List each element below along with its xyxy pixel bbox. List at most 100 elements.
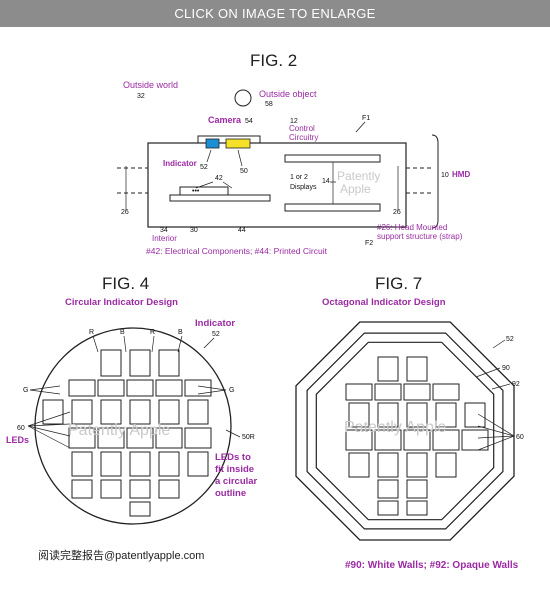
led-cell (158, 399, 180, 425)
circuitry-label: Circuitry (289, 133, 318, 142)
led-cell (406, 356, 428, 382)
led-cell (184, 379, 212, 397)
octagon-opaque-wall (315, 341, 495, 521)
f2-label: F2 (365, 240, 373, 247)
led-cell (68, 427, 96, 449)
led-cell (435, 402, 457, 428)
led-cell (71, 399, 93, 425)
led-cell (129, 451, 151, 477)
led-cell (126, 379, 154, 397)
led-cell (377, 500, 399, 516)
b-label-1: B (120, 329, 125, 336)
fig4-n52: 52 (212, 331, 220, 338)
led-cell (432, 383, 460, 401)
octagon-white-wall (306, 332, 504, 530)
fig7-n60: 60 (516, 434, 524, 441)
led-cell (100, 479, 122, 499)
leader-line (27, 411, 71, 427)
led-cell (377, 402, 399, 428)
n26-right: 26 (393, 209, 401, 216)
printed-circuit (169, 194, 271, 202)
leader-line (477, 435, 515, 451)
strap-note-2: support structure (strap) (377, 232, 463, 241)
n32-label: 32 (137, 93, 145, 100)
leader-line (92, 335, 99, 353)
led-cell (406, 402, 428, 428)
n50-label: 50 (240, 168, 248, 175)
fig4-led-grid (42, 349, 212, 517)
g-label-left: G (23, 387, 28, 394)
fig4-note-4: outline (215, 488, 246, 499)
led-cell (345, 383, 373, 401)
patent-figures-canvas: FIG. 2 Outside world 32 Outside object 5… (6, 51, 524, 571)
hmd-housing (147, 142, 407, 228)
leader-line (197, 389, 227, 395)
led-cell (129, 399, 151, 425)
led-cell (42, 399, 64, 425)
led-cell (158, 451, 180, 477)
led-cell (129, 501, 151, 517)
n54-label: 54 (245, 118, 253, 125)
fig7-title: FIG. 7 (375, 274, 422, 293)
led-cell (155, 427, 183, 449)
led-cell (377, 479, 399, 499)
led-cell (129, 349, 151, 377)
fig7-subtitle: Octagonal Indicator Design (322, 297, 446, 308)
led-cell (374, 429, 402, 451)
leader-line (27, 425, 71, 449)
display-top (284, 154, 381, 163)
b-label-2: B (178, 329, 183, 336)
led-cell (68, 379, 96, 397)
fig7: FIG. 7 Octagonal Indicator Design 52 90 … (295, 274, 524, 571)
fig4-note-1: LEDs to (215, 452, 251, 463)
fig2-caption: #42: Electrical Components; #44: Printed… (146, 246, 328, 256)
displays-label-2: Displays (290, 184, 317, 191)
leader-line (477, 425, 515, 437)
displays-label-1: 1 or 2 (290, 174, 308, 181)
leader-line (477, 413, 515, 437)
n50r-label: 50R (242, 434, 255, 441)
n44-label: 44 (238, 227, 246, 234)
n12-label: 12 (290, 118, 298, 125)
fig2: FIG. 2 Outside world 32 Outside object 5… (117, 51, 470, 256)
fig4-leader-lines (27, 335, 227, 449)
outside-world-label: Outside world (123, 80, 178, 90)
led-cell (187, 451, 209, 477)
outside-object-label: Outside object (259, 89, 317, 99)
led-cell (187, 399, 209, 425)
led-cell (184, 427, 212, 449)
led-cell (129, 479, 151, 499)
led-cell (348, 452, 370, 478)
led-cell (377, 452, 399, 478)
fig2-watermark-2: Apple (340, 182, 371, 196)
indicator-light (205, 138, 220, 149)
leader-line (151, 335, 155, 353)
fig4-n60: 60 (17, 425, 25, 432)
fig7-caption: #90: White Walls; #92: Opaque Walls (345, 560, 519, 571)
octagon-outer-wall (295, 321, 515, 541)
led-cell (461, 429, 489, 451)
components-dots: ••• (192, 188, 200, 195)
leader-line (477, 435, 515, 439)
led-cell (406, 452, 428, 478)
led-cell (403, 429, 431, 451)
leader-line (27, 423, 71, 427)
fig7-n92: 92 (512, 381, 520, 388)
led-cell (406, 500, 428, 516)
led-cell (158, 349, 180, 377)
control-label: Control (289, 124, 315, 133)
fig7-led-grid (345, 356, 489, 516)
led-cell (126, 427, 154, 449)
led-cell (97, 379, 125, 397)
footer-text[interactable]: 阅读完整报告@patentlyapple.com (38, 548, 204, 562)
g-label-right: G (229, 387, 234, 394)
click-to-enlarge-bar[interactable]: CLICK ON IMAGE TO ENLARGE (0, 0, 550, 27)
n26-left: 26 (121, 209, 129, 216)
led-cell (432, 429, 460, 451)
fig4-note-2: fit inside (215, 464, 254, 475)
fig2-title: FIG. 2 (250, 51, 297, 70)
led-cell (406, 479, 428, 499)
leader-line (29, 385, 61, 391)
n14-label: 14 (322, 178, 330, 185)
